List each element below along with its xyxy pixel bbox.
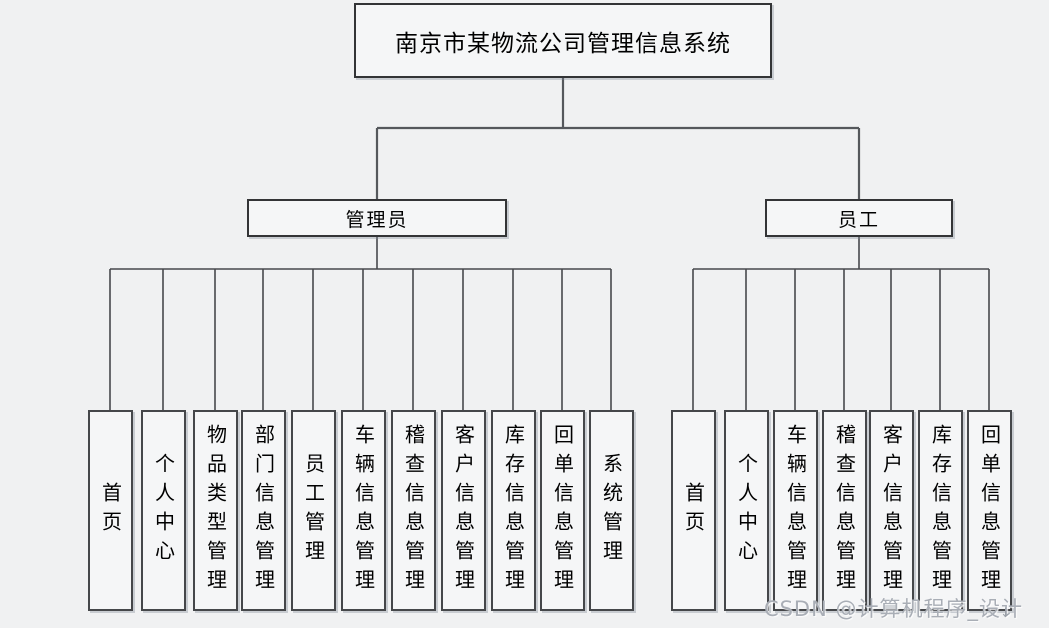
leaf-label: 物品类型管理 bbox=[203, 423, 228, 598]
leaf-label: 库存信息管理 bbox=[928, 423, 953, 598]
leaf-label: 车辆信息管理 bbox=[783, 423, 808, 598]
leaf-label: 部门信息管理 bbox=[251, 423, 276, 598]
employee-node-label: 员工 bbox=[837, 208, 880, 231]
leaf-label: 客户信息管理 bbox=[879, 423, 904, 598]
leaf-label: 员工管理 bbox=[301, 452, 326, 569]
admin-node: 管理员 bbox=[247, 199, 507, 237]
leaf-node-admin-employee-mgmt: 员工管理 bbox=[291, 410, 336, 611]
root-node: 南京市某物流公司管理信息系统 bbox=[354, 3, 772, 78]
leaf-node-admin-receipt-info-mgmt: 回单信息管理 bbox=[540, 410, 585, 611]
root-node-label: 南京市某物流公司管理信息系统 bbox=[395, 30, 731, 57]
leaf-label: 库存信息管理 bbox=[501, 423, 526, 598]
leaf-label: 首页 bbox=[681, 481, 706, 540]
employee-node: 员工 bbox=[765, 199, 953, 237]
leaf-label: 首页 bbox=[98, 481, 123, 540]
leaf-label: 回单信息管理 bbox=[550, 423, 575, 598]
leaf-label: 个人中心 bbox=[151, 452, 176, 569]
leaf-label: 稽查信息管理 bbox=[832, 423, 857, 598]
leaf-node-admin-inspection-info-mgmt: 稽查信息管理 bbox=[391, 410, 436, 611]
leaf-node-admin-system-mgmt: 系统管理 bbox=[589, 410, 634, 611]
leaf-label: 回单信息管理 bbox=[977, 423, 1002, 598]
leaf-node-admin-personal-center: 个人中心 bbox=[141, 410, 186, 611]
leaf-node-employee-personal-center: 个人中心 bbox=[724, 410, 769, 611]
leaf-label: 稽查信息管理 bbox=[401, 423, 426, 598]
leaf-node-admin-home: 首页 bbox=[88, 410, 133, 611]
leaf-node-employee-home: 首页 bbox=[671, 410, 716, 611]
leaf-node-admin-department-info-mgmt: 部门信息管理 bbox=[241, 410, 286, 611]
leaf-label: 系统管理 bbox=[599, 452, 624, 569]
admin-node-label: 管理员 bbox=[345, 208, 409, 231]
leaf-label: 个人中心 bbox=[734, 452, 759, 569]
leaf-node-employee-inspection-info-mgmt: 稽查信息管理 bbox=[822, 410, 867, 611]
leaf-node-admin-customer-info-mgmt: 客户信息管理 bbox=[441, 410, 486, 611]
leaf-label: 车辆信息管理 bbox=[351, 423, 376, 598]
leaf-node-admin-item-type-mgmt: 物品类型管理 bbox=[193, 410, 238, 611]
leaf-node-admin-vehicle-info-mgmt: 车辆信息管理 bbox=[341, 410, 386, 611]
leaf-node-employee-inventory-info-mgmt: 库存信息管理 bbox=[918, 410, 963, 611]
leaf-node-admin-inventory-info-mgmt: 库存信息管理 bbox=[491, 410, 536, 611]
leaf-node-employee-vehicle-info-mgmt: 车辆信息管理 bbox=[773, 410, 818, 611]
leaf-node-employee-customer-info-mgmt: 客户信息管理 bbox=[869, 410, 914, 611]
leaf-node-employee-receipt-info-mgmt: 回单信息管理 bbox=[967, 410, 1012, 611]
leaf-label: 客户信息管理 bbox=[451, 423, 476, 598]
